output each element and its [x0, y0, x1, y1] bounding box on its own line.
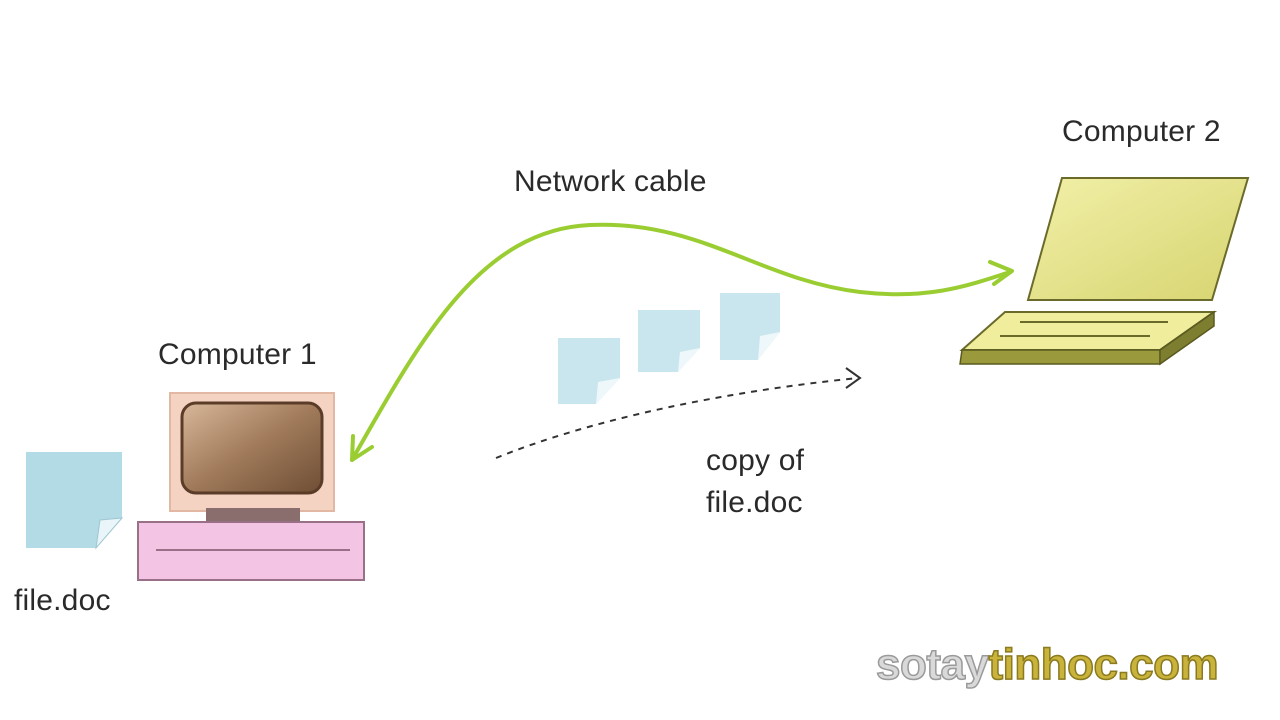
file-doc-label: file.doc [14, 584, 111, 617]
watermark-part-2: tinhoc.com [988, 639, 1220, 690]
copy-of-line-1: copy of [706, 444, 805, 477]
copy-of-line-2: file.doc [706, 486, 803, 519]
document-icon [720, 293, 780, 360]
copy-of-file-label: copy of file.doc [706, 440, 804, 524]
transfer-arrow [495, 367, 862, 459]
watermark-part-1: sotay [875, 639, 989, 690]
desktop-computer-icon [137, 392, 365, 581]
document-icon [26, 452, 124, 550]
document-icon [558, 338, 620, 404]
laptop-icon [959, 177, 1250, 366]
document-icon [638, 310, 700, 372]
cable-arrow [350, 222, 1014, 462]
network-cable-label: Network cable [514, 165, 707, 198]
computer-1-label: Computer 1 [158, 338, 317, 371]
computer-2-label: Computer 2 [1062, 115, 1221, 148]
watermark-logo: sotaytinhoc.com [875, 639, 1220, 690]
